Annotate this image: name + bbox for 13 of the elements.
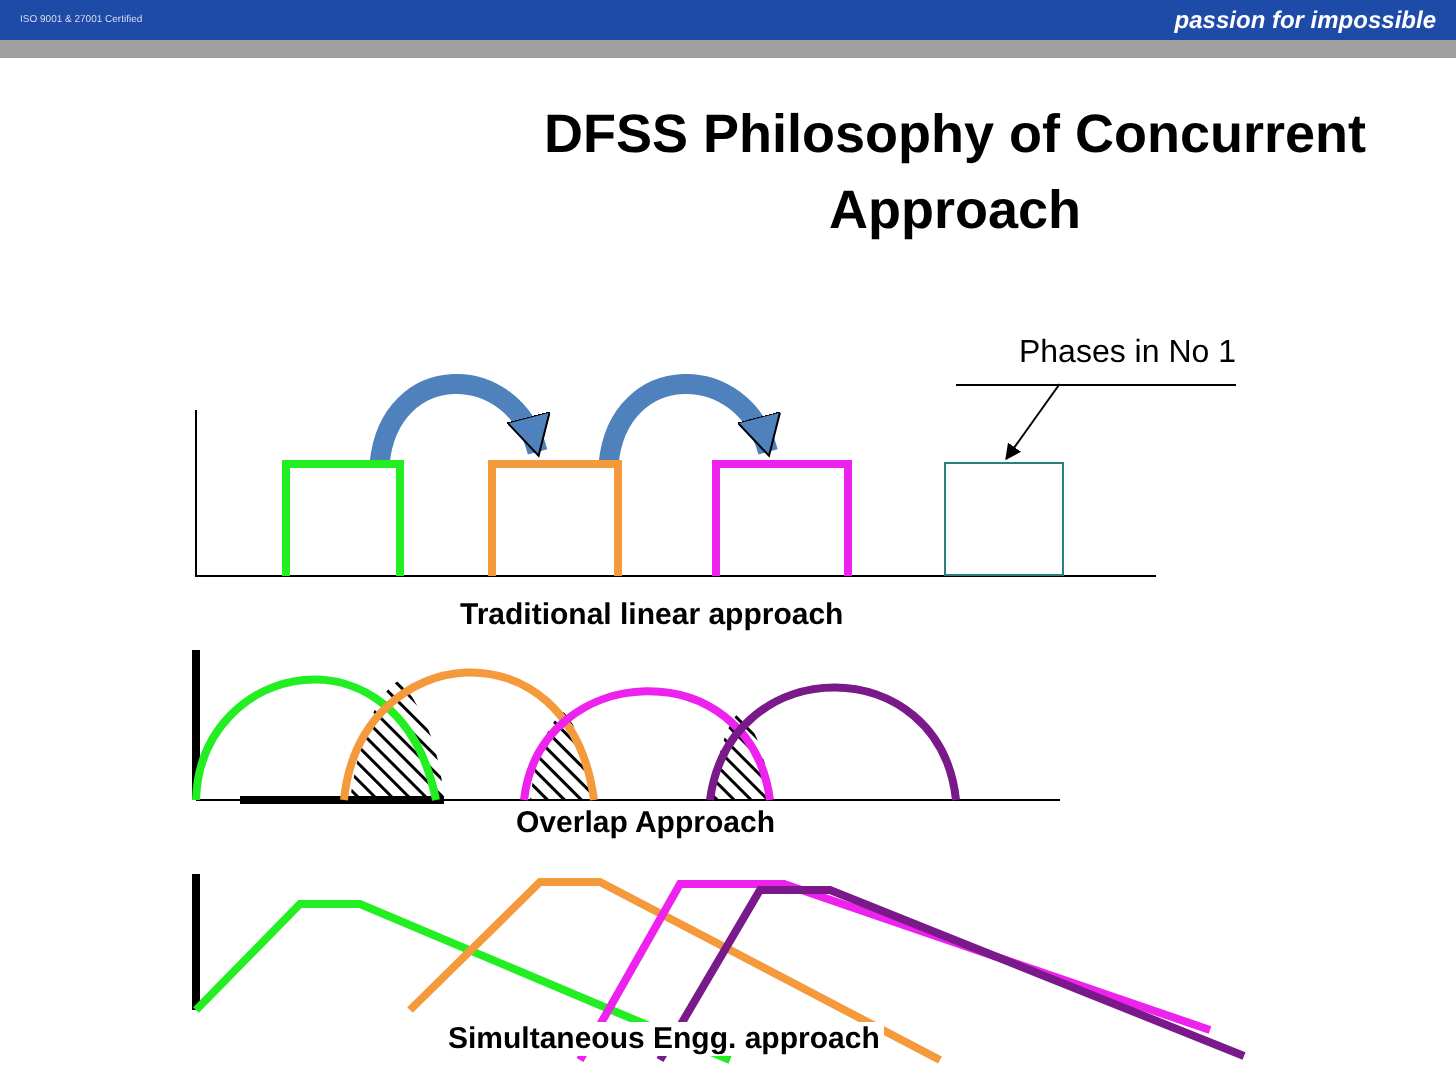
chart-caption: Traditional linear approach xyxy=(460,598,844,632)
curved-arrow xyxy=(598,374,778,466)
chart-caption: Simultaneous Engg. approach xyxy=(444,1022,884,1056)
phase-bar xyxy=(712,460,852,576)
slide-title: DFSS Philosophy of Concurrent Approach xyxy=(541,102,1368,244)
phase-bar xyxy=(488,460,622,576)
curved-arrow xyxy=(369,374,547,466)
callout-label: Phases in No 1 xyxy=(956,336,1236,386)
slogan: passion for impossible xyxy=(1174,6,1436,34)
phase-bar xyxy=(282,460,404,576)
chart-caption: Overlap Approach xyxy=(516,806,775,840)
leader-line xyxy=(1005,383,1061,461)
phase-box xyxy=(944,462,1064,576)
